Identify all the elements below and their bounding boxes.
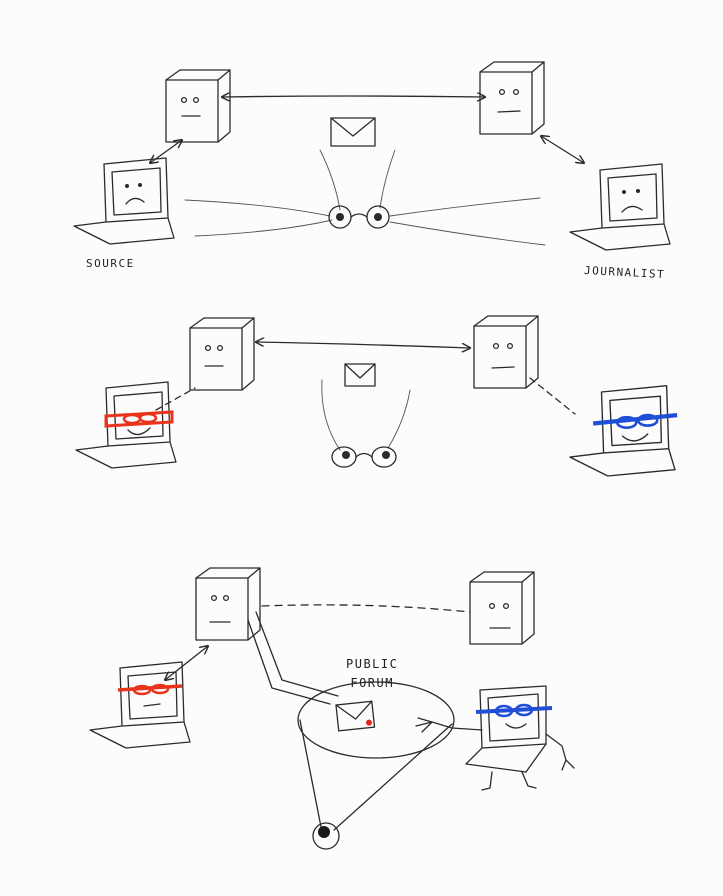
laptop-journalist-3 bbox=[415, 685, 575, 791]
public-forum-label: PUBLIC FORUM bbox=[346, 655, 398, 693]
panel-3 bbox=[89, 567, 575, 850]
source-label: SOURCE bbox=[86, 257, 135, 270]
public-forum-ellipse bbox=[297, 681, 455, 759]
dash-servers-3 bbox=[261, 604, 471, 613]
server-right-3 bbox=[469, 571, 535, 645]
eyes-icon-2 bbox=[331, 446, 397, 468]
laptop-journalist-1 bbox=[569, 163, 671, 251]
panel-2 bbox=[75, 315, 678, 477]
eyes-icon bbox=[328, 205, 390, 229]
dash-source-server-2 bbox=[155, 387, 196, 411]
server-right-2 bbox=[473, 315, 539, 389]
panel-1 bbox=[73, 61, 671, 251]
server-left-1 bbox=[165, 69, 231, 143]
link-journalist-server-1 bbox=[541, 136, 584, 163]
laptop-source-1 bbox=[73, 157, 175, 245]
public-forum-label-line2: FORUM bbox=[350, 676, 394, 690]
envelope-icon-2 bbox=[344, 363, 376, 387]
server-left-2 bbox=[189, 317, 255, 391]
server-right-1 bbox=[479, 61, 545, 135]
laptop-source-3 bbox=[89, 661, 191, 749]
dash-journalist-server-2 bbox=[529, 377, 576, 415]
public-forum-label-line1: PUBLIC bbox=[346, 657, 399, 671]
link-servers-1 bbox=[222, 96, 485, 97]
eyeball-icon bbox=[312, 822, 340, 850]
link-source-server-3 bbox=[165, 646, 208, 680]
laptop-journalist-2 bbox=[569, 385, 678, 477]
link-servers-2 bbox=[256, 342, 470, 348]
laptop-source-2 bbox=[75, 381, 177, 469]
envelope-icon bbox=[330, 117, 376, 147]
envelope-icon-3 bbox=[335, 700, 376, 732]
server-left-3 bbox=[195, 567, 261, 641]
